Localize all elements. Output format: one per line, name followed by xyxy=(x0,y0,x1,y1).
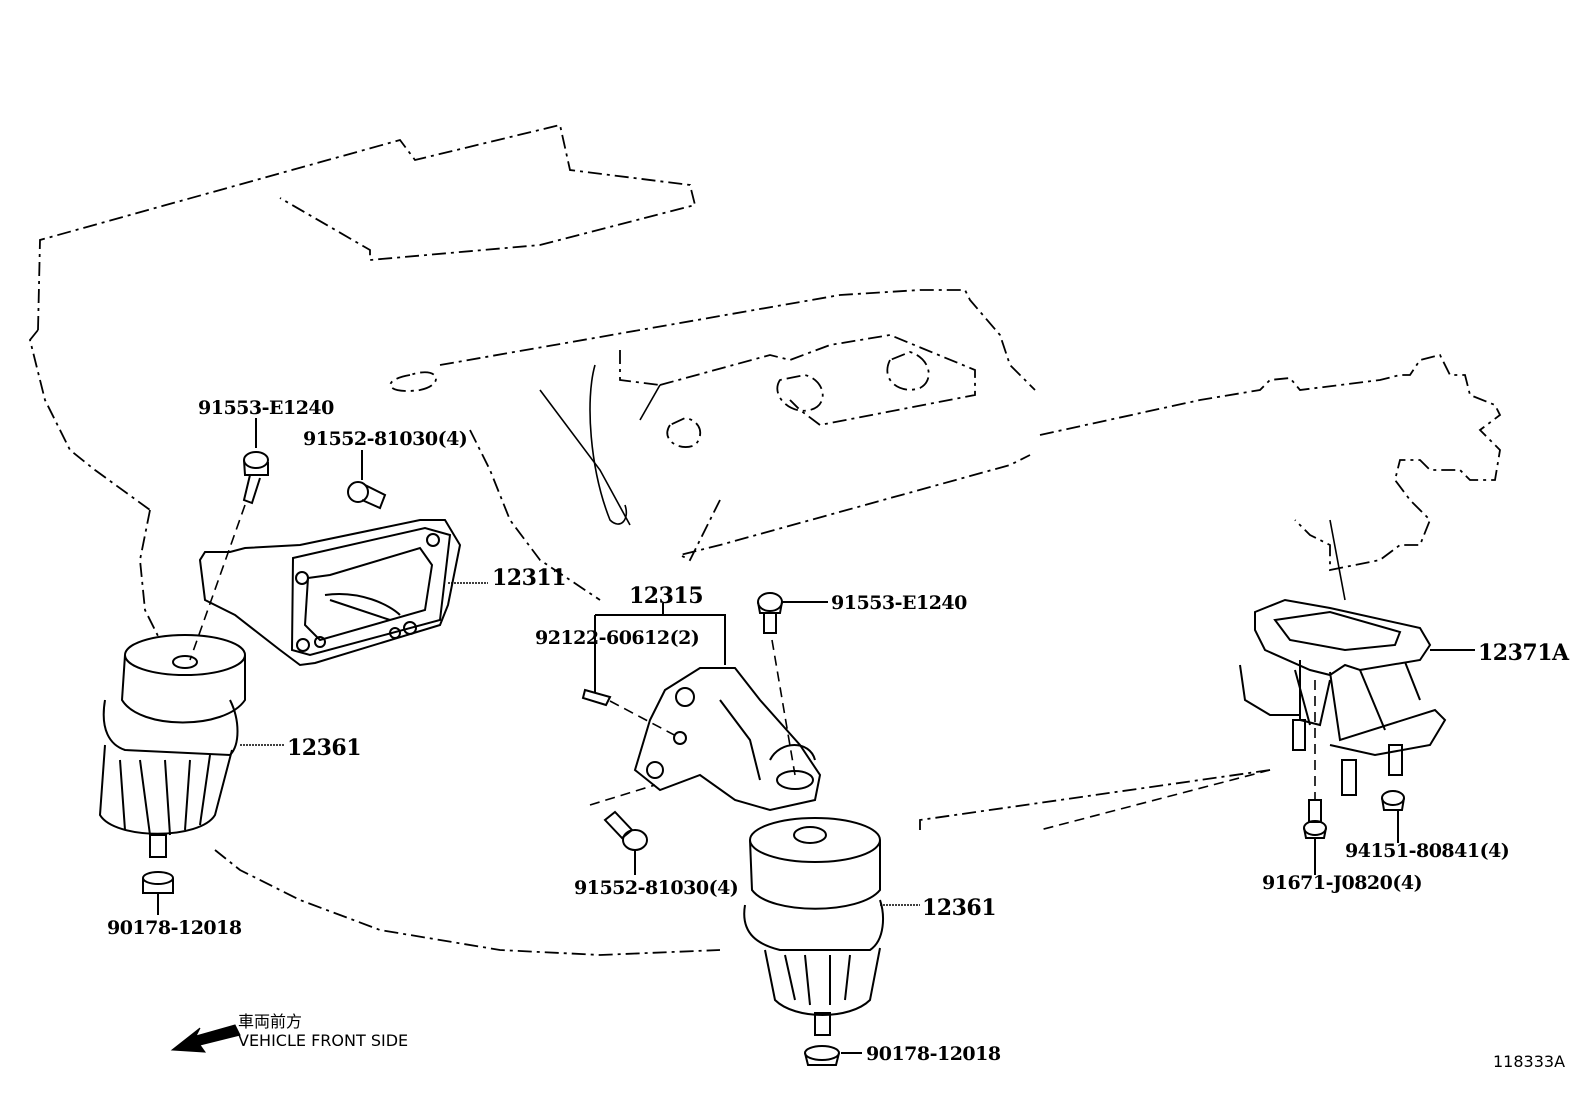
part-label-91671-j0820[interactable]: 91671-J0820(4) xyxy=(1262,872,1423,894)
part-label-12361-right[interactable]: 12361 xyxy=(922,895,997,921)
part-label-91553-e1240-right[interactable]: 91553-E1240 xyxy=(831,592,967,614)
engine-outline xyxy=(29,123,1502,956)
arrow-left-down-icon xyxy=(170,1024,241,1053)
leader-lines xyxy=(240,582,920,906)
mount-12371a xyxy=(1039,598,1475,831)
bolt-91553-right xyxy=(757,592,828,776)
nut-90178-left xyxy=(142,871,174,915)
part-label-12315[interactable]: 12315 xyxy=(629,583,704,609)
direction-note-english: VEHICLE FRONT SIDE xyxy=(238,1031,409,1050)
nut-90178-right xyxy=(804,1045,862,1066)
bolt-91671-rear xyxy=(1303,680,1327,875)
part-label-91553-e1240-left[interactable]: 91553-E1240 xyxy=(198,397,334,419)
bracket-12311 xyxy=(198,519,462,667)
bolt-91552-right xyxy=(589,784,656,875)
bolt-91552-left xyxy=(347,450,387,510)
insulator-12361-left xyxy=(98,634,246,858)
insulator-12361-right xyxy=(743,817,884,1036)
engine-detail-lines xyxy=(539,364,1346,601)
stud-92122 xyxy=(581,688,681,739)
diagram-reference-code: 118333A xyxy=(1493,1052,1566,1071)
nut-94151-rear xyxy=(1381,790,1405,843)
bracket-12315 xyxy=(594,603,822,812)
part-label-91552-81030-left[interactable]: 91552-81030(4) xyxy=(303,428,468,450)
part-label-12311[interactable]: 12311 xyxy=(492,565,567,591)
part-label-94151-80841[interactable]: 94151-80841(4) xyxy=(1345,840,1510,862)
part-label-90178-12018-left[interactable]: 90178-12018 xyxy=(107,917,242,939)
part-label-91552-81030-right[interactable]: 91552-81030(4) xyxy=(574,877,739,899)
part-label-12371a[interactable]: 12371A xyxy=(1478,640,1569,666)
bolt-91553-left xyxy=(189,418,269,661)
part-label-12361-left[interactable]: 12361 xyxy=(287,735,362,761)
part-label-90178-12018-right[interactable]: 90178-12018 xyxy=(866,1043,1001,1065)
part-label-92122-60612[interactable]: 92122-60612(2) xyxy=(535,627,700,649)
direction-note-japanese: 車両前方 xyxy=(238,1012,303,1031)
